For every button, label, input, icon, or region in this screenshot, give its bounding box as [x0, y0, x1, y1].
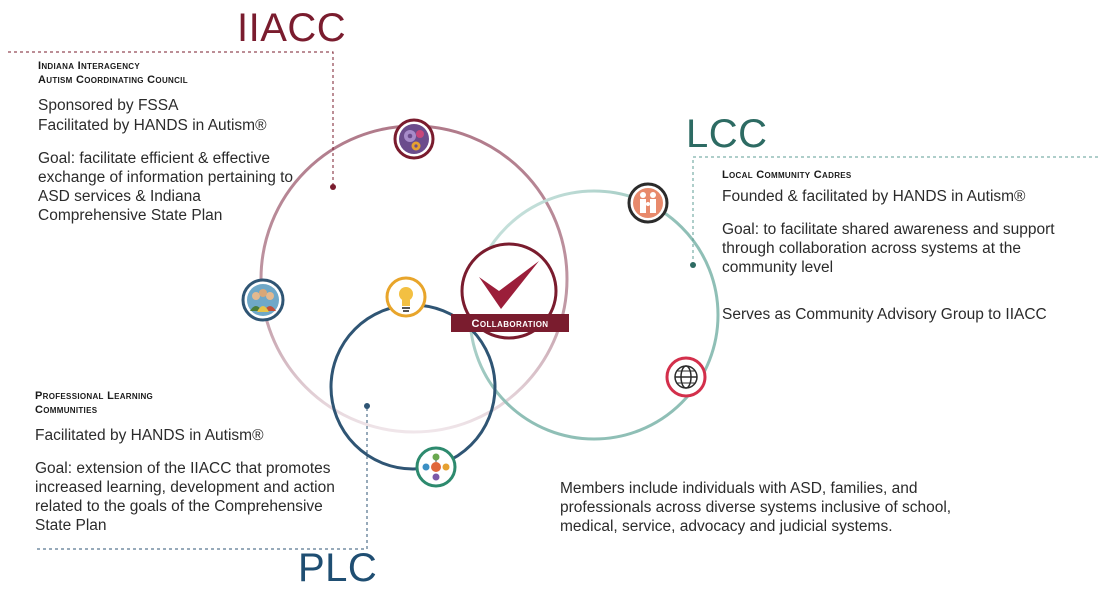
iiacc-sponsor: Sponsored by FSSA — [38, 97, 179, 114]
globe-icon — [665, 356, 707, 398]
plc-heading: Professional Learning Communities — [35, 389, 153, 417]
checkmark-icon — [479, 261, 539, 309]
lcc-founder: Founded & facilitated by HANDS in Autism… — [722, 188, 1026, 205]
network-icon — [415, 446, 457, 488]
members-note: Members include individuals with ASD, fa… — [560, 480, 952, 535]
family-icon — [627, 182, 669, 224]
plc-heading-line1: Professional Learning — [35, 390, 154, 402]
plc-heading-line2: Communities — [35, 404, 98, 416]
lcc-acronym: LCC — [686, 112, 768, 156]
lcc-leader-line — [692, 156, 1098, 264]
collaboration-badge — [451, 242, 569, 340]
plc-acronym: PLC — [298, 546, 378, 590]
plc-leader-line — [35, 408, 368, 550]
people-group-icon — [241, 278, 285, 322]
iiacc-facilitator: Facilitated by HANDS in Autism® — [38, 117, 267, 134]
plc-goal: Goal: extension of the IIACC that promot… — [35, 460, 335, 534]
iiacc-acronym: IIACC — [237, 6, 347, 50]
iiacc-goal: Goal: facilitate efficient & effective e… — [38, 150, 294, 224]
gears-icon — [393, 118, 435, 160]
plc-facilitator: Facilitated by HANDS in Autism® — [35, 427, 264, 444]
plc-leader-dot — [364, 403, 370, 409]
iiacc-heading: Indiana Interagency Autism Coordinating … — [38, 59, 188, 87]
iiacc-heading-line2: Autism Coordinating Council — [38, 74, 188, 86]
lcc-advisory: Serves as Community Advisory Group to II… — [722, 306, 1047, 323]
lcc-leader-dot — [690, 262, 696, 268]
collaboration-label: Collaboration — [471, 318, 549, 330]
lightbulb-icon — [385, 276, 427, 318]
lcc-heading: Local Community Cadres — [722, 169, 852, 181]
iiacc-heading-line1: Indiana Interagency — [38, 60, 140, 72]
iiacc-leader-line — [8, 51, 334, 186]
iiacc-leader-dot — [330, 184, 336, 190]
lcc-goal: Goal: to facilitate shared awareness and… — [722, 221, 1055, 276]
